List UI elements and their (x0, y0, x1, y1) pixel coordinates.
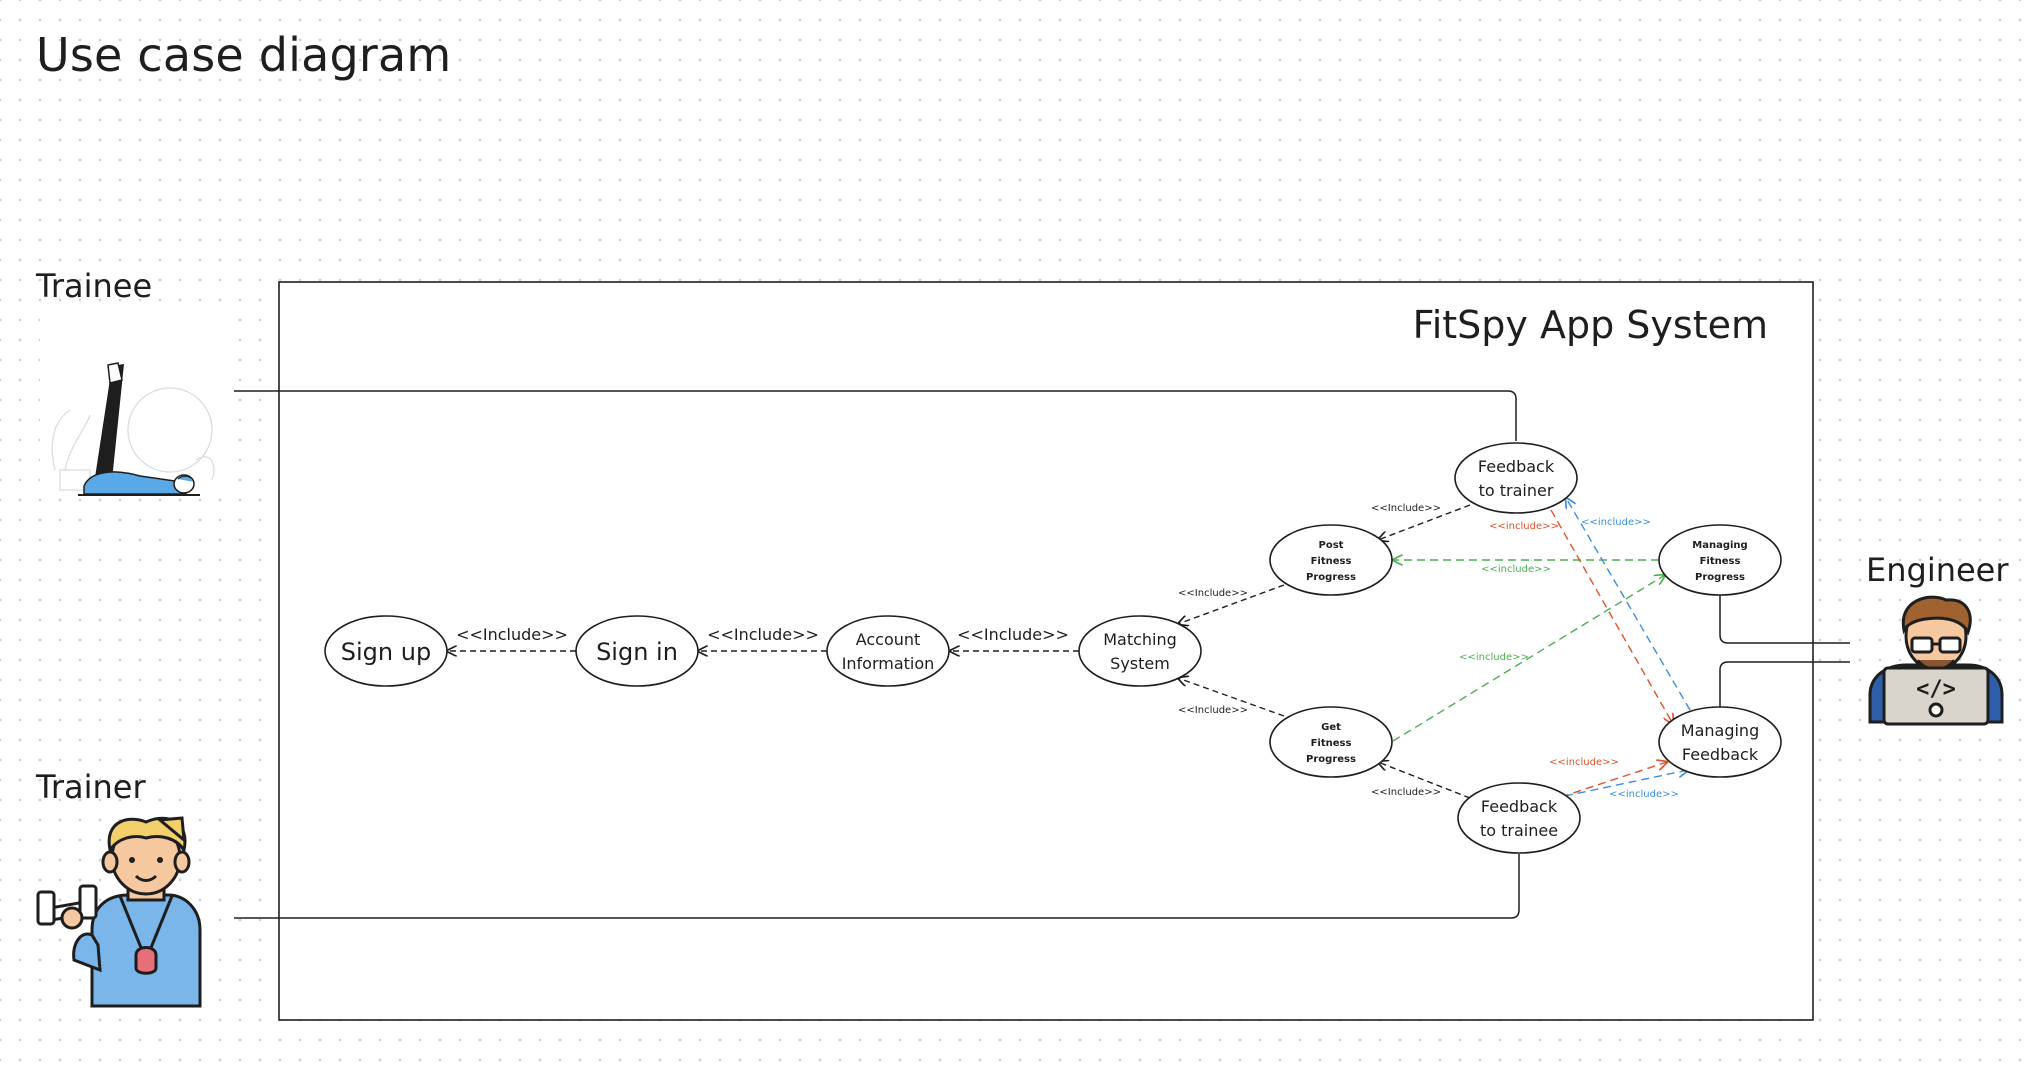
actor-label-trainee: Trainee (36, 267, 153, 305)
actor-label-trainer: Trainer (36, 768, 146, 806)
system-title: FitSpy App System (1413, 303, 1768, 347)
trainer-dumbbell-icon (36, 816, 202, 1008)
use-case-label: System (1110, 654, 1170, 673)
engineer-laptop-icon: </> (1868, 595, 2004, 726)
svg-text:</>: </> (1916, 677, 1956, 702)
use-case-label: Information (842, 654, 935, 673)
use-case-label: Feedback (1478, 457, 1555, 476)
use-case-label: Fitness (1700, 556, 1741, 567)
include-label-green: <<include>> (1459, 652, 1529, 663)
include-arrow-managing-feedback-feedback-trainer (1566, 498, 1691, 711)
page-title: Use case diagram (36, 28, 452, 82)
include-label: <<Include>> (1371, 503, 1441, 514)
use-case-post-fitness-progress: Post Fitness Progress (1269, 524, 1393, 596)
include-label: <<Include>> (957, 625, 1069, 644)
use-case-account-information: Account Information (826, 615, 950, 687)
use-case-label: to trainer (1479, 481, 1554, 500)
use-case-get-fitness-progress: Get Fitness Progress (1269, 706, 1393, 778)
use-case-label: Sign in (596, 638, 678, 666)
use-case-feedback-to-trainer: Feedback to trainer (1454, 442, 1578, 514)
include-label: <<Include>> (707, 625, 819, 644)
use-case-label: Progress (1695, 572, 1745, 583)
use-case-feedback-to-trainee: Feedback to trainee (1457, 782, 1581, 854)
use-case-managing-fitness-progress: Managing Fitness Progress (1658, 524, 1782, 596)
include-arrow-feedback-trainer-post (1378, 504, 1471, 540)
use-case-label: Matching (1103, 630, 1177, 649)
use-case-label: Feedback (1481, 797, 1558, 816)
include-arrow-post-matching (1178, 584, 1285, 624)
use-case-label: Progress (1306, 754, 1356, 765)
include-arrow-feedback-trainee-managing-feedback (1560, 762, 1667, 798)
use-case-label: Feedback (1682, 745, 1759, 764)
include-label-red: <<include>> (1489, 521, 1559, 532)
use-case-label: Fitness (1311, 738, 1352, 749)
include-arrow-feedback-trainer-managing-feedback (1550, 509, 1673, 724)
include-label-blue: <<include>> (1609, 789, 1679, 800)
include-arrow-get-managing-fitness (1392, 575, 1665, 742)
use-case-label: Post (1319, 540, 1344, 551)
include-label-green: <<include>> (1481, 564, 1551, 575)
include-label: <<Include>> (456, 625, 568, 644)
include-arrow-feedback-trainee-get (1378, 762, 1471, 799)
use-case-matching-system: Matching System (1078, 615, 1202, 687)
include-label: <<Include>> (1178, 588, 1248, 599)
use-case-label: Account (856, 630, 921, 649)
association-engineer-managing-fitness-progress (1719, 595, 1850, 644)
include-label-red: <<include>> (1549, 757, 1619, 768)
use-case-managing-feedback: Managing Feedback (1658, 706, 1782, 778)
include-arrow-get-matching (1178, 678, 1285, 717)
association-engineer-managing-feedback (1719, 661, 1850, 713)
association-trainee-feedback-to-trainer (234, 390, 1517, 441)
include-label: <<Include>> (1178, 705, 1248, 716)
use-case-label: Sign up (341, 638, 431, 666)
use-case-label: Managing (1692, 540, 1747, 551)
use-case-label: Fitness (1311, 556, 1352, 567)
use-case-label: Managing (1681, 721, 1759, 740)
include-label-blue: <<include>> (1581, 517, 1651, 528)
use-case-sign-up: Sign up (324, 615, 448, 687)
include-arrow-feedback-trainee-managing-feedback-blue (1564, 770, 1688, 797)
use-case-label: Get (1321, 722, 1341, 733)
trainee-yoga-icon (40, 315, 226, 497)
use-case-label: Progress (1306, 572, 1356, 583)
association-trainer-feedback-to-trainee (234, 854, 1520, 919)
use-case-sign-in: Sign in (575, 615, 699, 687)
actor-label-engineer: Engineer (1866, 551, 2009, 589)
use-case-label: to trainee (1480, 821, 1558, 840)
include-label: <<Include>> (1371, 787, 1441, 798)
